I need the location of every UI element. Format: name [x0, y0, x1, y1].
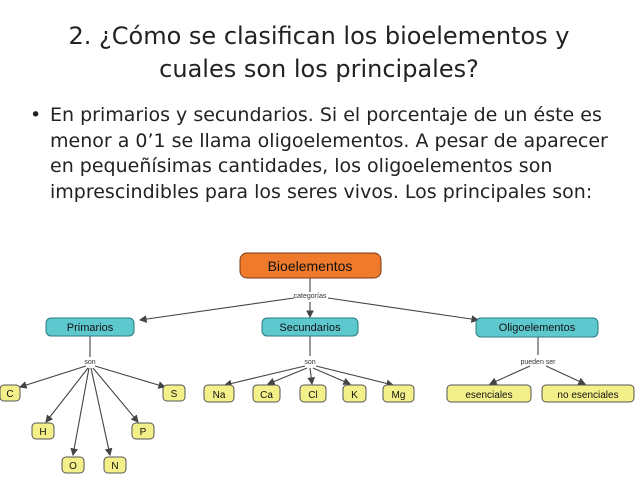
node-label: Oligoelementos [499, 322, 576, 334]
leaf-n: N [103, 456, 127, 474]
leaf-label: C [6, 389, 13, 400]
leaf-esenciales: esenciales [446, 384, 532, 403]
node-label: Bioelementos [268, 258, 353, 274]
bullet-paragraph: • En primarios y secundarios. Si el porc… [30, 103, 615, 205]
leaf-label: Cl [308, 390, 317, 401]
leaf-o: O [61, 456, 85, 474]
leaf-label: K [351, 390, 358, 401]
leaf-cl: Cl [299, 384, 327, 403]
node-oligoelementos: Oligoelementos [475, 317, 599, 338]
bullet-text: En primarios y secundarios. Si el porcen… [50, 104, 608, 203]
leaf-label: P [140, 427, 147, 438]
leaf-label: O [69, 461, 77, 472]
root-link-label: categorías [294, 293, 327, 300]
leaf-s: S [162, 384, 186, 402]
node-primarios: Primarios [45, 317, 135, 337]
title-line-2: cuales son los principales? [159, 55, 479, 83]
leaf-label: Mg [392, 390, 406, 401]
leaf-k: K [342, 384, 367, 403]
leaf-no-esenciales: no esenciales [541, 384, 635, 403]
leaf-label: esenciales [465, 390, 512, 401]
node-label: Secundarios [279, 322, 341, 334]
leaf-mg: Mg [382, 384, 415, 403]
node-label: Primarios [67, 322, 114, 334]
leaf-p: P [131, 422, 155, 440]
secundarios-link-label: son [304, 359, 315, 366]
leaf-label: S [171, 389, 178, 400]
leaf-label: Na [213, 390, 226, 401]
leaf-h: H [31, 422, 55, 440]
leaf-label: no esenciales [557, 390, 618, 401]
leaf-na: Na [203, 384, 235, 403]
slide-title: 2. ¿Cómo se clasifican los bioelementos … [20, 20, 618, 86]
title-line-1: 2. ¿Cómo se clasifican los bioelementos … [68, 22, 570, 50]
primarios-link-label: son [84, 359, 95, 366]
bullet-dot: • [30, 104, 42, 126]
node-bioelementos: Bioelementos [239, 252, 382, 279]
edges [18, 278, 586, 457]
leaf-label: H [39, 427, 46, 438]
leaf-label: Ca [260, 390, 273, 401]
leaf-label: N [111, 461, 118, 472]
leaf-c: C [0, 384, 21, 402]
node-secundarios: Secundarios [261, 317, 359, 337]
oligo-link-label: pueden ser [520, 359, 556, 366]
leaf-ca: Ca [252, 384, 281, 403]
